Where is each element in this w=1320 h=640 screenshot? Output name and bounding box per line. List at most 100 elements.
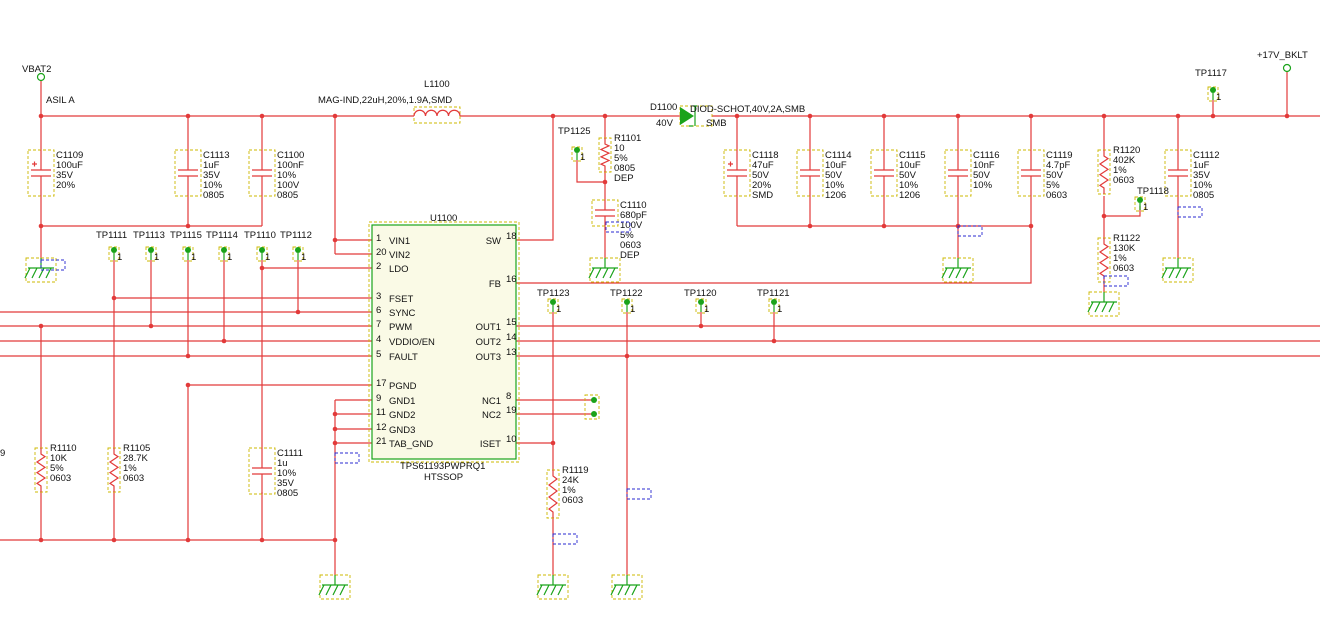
ic-pin-name: LDO bbox=[389, 264, 409, 275]
capacitor-value: 5% bbox=[620, 230, 634, 241]
ground-icon bbox=[610, 574, 643, 600]
ic-pin-number: 19 bbox=[506, 405, 517, 416]
resistor-value: 1% bbox=[1113, 165, 1127, 176]
ic-pin-number: 2 bbox=[376, 261, 381, 272]
power-port-17v: +17V_BKLT bbox=[1257, 50, 1308, 73]
ic-pin-number: 10 bbox=[506, 434, 517, 445]
ground-icon bbox=[318, 574, 351, 600]
ic-pin-number: 1 bbox=[376, 233, 381, 244]
capacitor-value: 0603 bbox=[620, 240, 641, 251]
ic-ref: U1100 bbox=[430, 213, 457, 224]
net-label-17v: +17V_BKLT bbox=[1257, 50, 1308, 61]
resistor-value: 0603 bbox=[50, 473, 71, 484]
testpoint-label: TP1117 bbox=[1195, 68, 1227, 79]
diode-value: DIOD-SCHOT,40V,2A,SMB bbox=[690, 104, 805, 115]
testpoint-pin: 1 bbox=[117, 252, 122, 263]
ic-pin-name: GND1 bbox=[389, 396, 415, 407]
capacitor-ref: C1118 bbox=[752, 150, 779, 161]
edge-fragment: 9 bbox=[0, 448, 5, 459]
resistor-ref: R1119 bbox=[562, 465, 589, 476]
power-port-vbat: VBAT2 ASIL A bbox=[22, 64, 75, 106]
capacitor-value: 100uF bbox=[56, 160, 83, 171]
ic-pin-name: PGND bbox=[389, 381, 417, 392]
testpoint-pin: 1 bbox=[265, 252, 270, 263]
testpoint-tp1110: TP1110 1 bbox=[244, 230, 276, 263]
testpoint-label: TP1125 bbox=[558, 126, 591, 137]
no-connect-markers bbox=[584, 394, 600, 420]
inductor-ref: L1100 bbox=[424, 79, 450, 90]
testpoint-label: TP1110 bbox=[244, 230, 276, 241]
capacitor-ref: C1113 bbox=[203, 150, 230, 161]
ic-pin-name: VIN2 bbox=[389, 250, 410, 261]
resistors: R1101105%0805DEPR1120402K1%0603R1122130K… bbox=[34, 133, 1140, 519]
capacitor-value: 35V bbox=[203, 170, 221, 181]
ic-pin-name: GND3 bbox=[389, 425, 415, 436]
resistor-value: 1% bbox=[1113, 253, 1127, 264]
capacitor-value: 100nF bbox=[277, 160, 304, 171]
testpoint-tp1122: TP1122 1 bbox=[610, 288, 643, 315]
testpoint-label: TP1112 bbox=[280, 230, 312, 241]
ic-pin-name: TAB_GND bbox=[389, 439, 433, 450]
resistor-ref: R1101 bbox=[614, 133, 641, 144]
capacitor-value: 680pF bbox=[620, 210, 647, 221]
testpoint-label: TP1122 bbox=[610, 288, 643, 299]
ic-pin-number: 9 bbox=[376, 393, 381, 404]
ic-pin-name: NC1 bbox=[482, 396, 501, 407]
ic-pin-number: 6 bbox=[376, 305, 381, 316]
capacitor-value: 10nF bbox=[973, 160, 995, 171]
capacitor-value: 1u bbox=[277, 458, 288, 469]
resistor-value: 28.7K bbox=[123, 453, 148, 464]
capacitor-ref: C1114 bbox=[825, 150, 852, 161]
ic-pin-number: 17 bbox=[376, 378, 387, 389]
capacitor-value: 35V bbox=[1193, 170, 1211, 181]
resistor-value: 1% bbox=[562, 485, 576, 496]
capacitor-value: 4.7pF bbox=[1046, 160, 1070, 171]
ic-part: TPS61193PWPRQ1 bbox=[400, 461, 485, 472]
ic-pin-name: NC2 bbox=[482, 410, 501, 421]
testpoint-label: TP1118 bbox=[1137, 186, 1169, 197]
diode-ref: D1100 bbox=[650, 102, 677, 113]
testpoint-pin: 1 bbox=[580, 152, 585, 163]
ic-pin-name: ISET bbox=[480, 439, 501, 450]
capacitor-value: 0805 bbox=[277, 190, 298, 201]
testpoint-pin: 1 bbox=[630, 304, 635, 315]
testpoint-label: TP1115 bbox=[170, 230, 202, 241]
ic-pin-number: 14 bbox=[506, 332, 517, 343]
ic-pin-number: 13 bbox=[506, 347, 517, 358]
resistor-value: 130K bbox=[1113, 243, 1136, 254]
testpoint-tp1118: TP1118 1 bbox=[1134, 186, 1169, 213]
testpoint-pin: 1 bbox=[154, 252, 159, 263]
ic-pin-number: 3 bbox=[376, 291, 381, 302]
capacitor-value: SMD bbox=[752, 190, 773, 201]
capacitor-value: 5% bbox=[1046, 180, 1060, 191]
testpoint-pin: 1 bbox=[1143, 202, 1148, 213]
capacitor-ref: C1111 bbox=[277, 448, 303, 459]
net-boxes bbox=[40, 206, 1203, 545]
ic-pin-name: VDDIO/EN bbox=[389, 337, 435, 348]
ground-icon bbox=[1161, 257, 1194, 283]
capacitor-value: 10uF bbox=[899, 160, 921, 171]
resistor-value: 5% bbox=[50, 463, 64, 474]
junction-dots bbox=[38, 113, 1290, 543]
capacitor-value: DEP bbox=[620, 250, 640, 261]
ic-pin-number: 21 bbox=[376, 436, 387, 447]
resistor-value: 10K bbox=[50, 453, 68, 464]
resistor-value: 24K bbox=[562, 475, 580, 486]
capacitor-value: 50V bbox=[752, 170, 770, 181]
capacitor-value: 35V bbox=[56, 170, 74, 181]
